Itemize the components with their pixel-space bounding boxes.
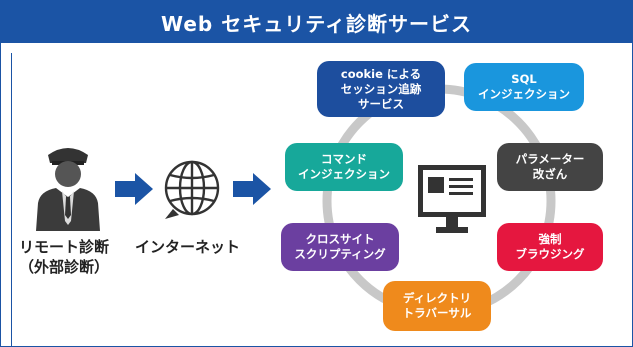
cookie-line1: cookie による: [340, 66, 422, 81]
globe-icon: [164, 160, 220, 219]
cross-site-scripting-bubble: クロスサイト スクリプティング: [281, 223, 399, 271]
forced-line2: ブラウジング: [515, 247, 585, 261]
remote-label: リモート診断 （外部診断）: [19, 237, 109, 277]
forced-line1: 強制: [538, 232, 562, 246]
directory-line2: トラバーサル: [402, 306, 472, 320]
cookie-line3: サービス: [358, 96, 404, 111]
internet-label: インターネット: [135, 238, 241, 256]
web-server-monitor-icon: [418, 165, 486, 233]
cross-line1: クロスサイト: [305, 232, 375, 246]
forced-browsing-bubble: 強制 ブラウジング: [497, 223, 603, 271]
cross-line2: スクリプティング: [294, 247, 386, 261]
param-line2: 改ざん: [532, 167, 568, 181]
command-line2: インジェクション: [298, 167, 390, 181]
remote-label-line1: リモート診断: [19, 238, 110, 256]
left-border-line: [11, 53, 12, 346]
parameter-tampering-bubble: パラメーター 改ざん: [497, 143, 603, 191]
remote-label-line2: （外部診断）: [19, 258, 110, 276]
directory-line1: ディレクトリ: [402, 291, 472, 305]
param-line1: パラメーター: [515, 152, 585, 166]
sql-injection-bubble: SQL インジェクション: [464, 63, 584, 111]
cookie-session-bubble: cookie による セッション追跡 サービス: [317, 61, 445, 117]
page-title: Web セキュリティ診断サービス: [1, 1, 632, 43]
sql-line1: SQL: [511, 72, 537, 86]
arrow-right-icon: [115, 173, 153, 205]
security-guard-icon: [36, 148, 100, 231]
command-injection-bubble: コマンド インジェクション: [285, 143, 403, 191]
directory-traversal-bubble: ディレクトリ トラバーサル: [383, 281, 491, 331]
cookie-line2: セッション追跡: [340, 81, 422, 96]
arrow-right-icon: [233, 173, 271, 205]
sql-line2: インジェクション: [478, 87, 570, 101]
command-line1: コマンド: [321, 152, 367, 166]
